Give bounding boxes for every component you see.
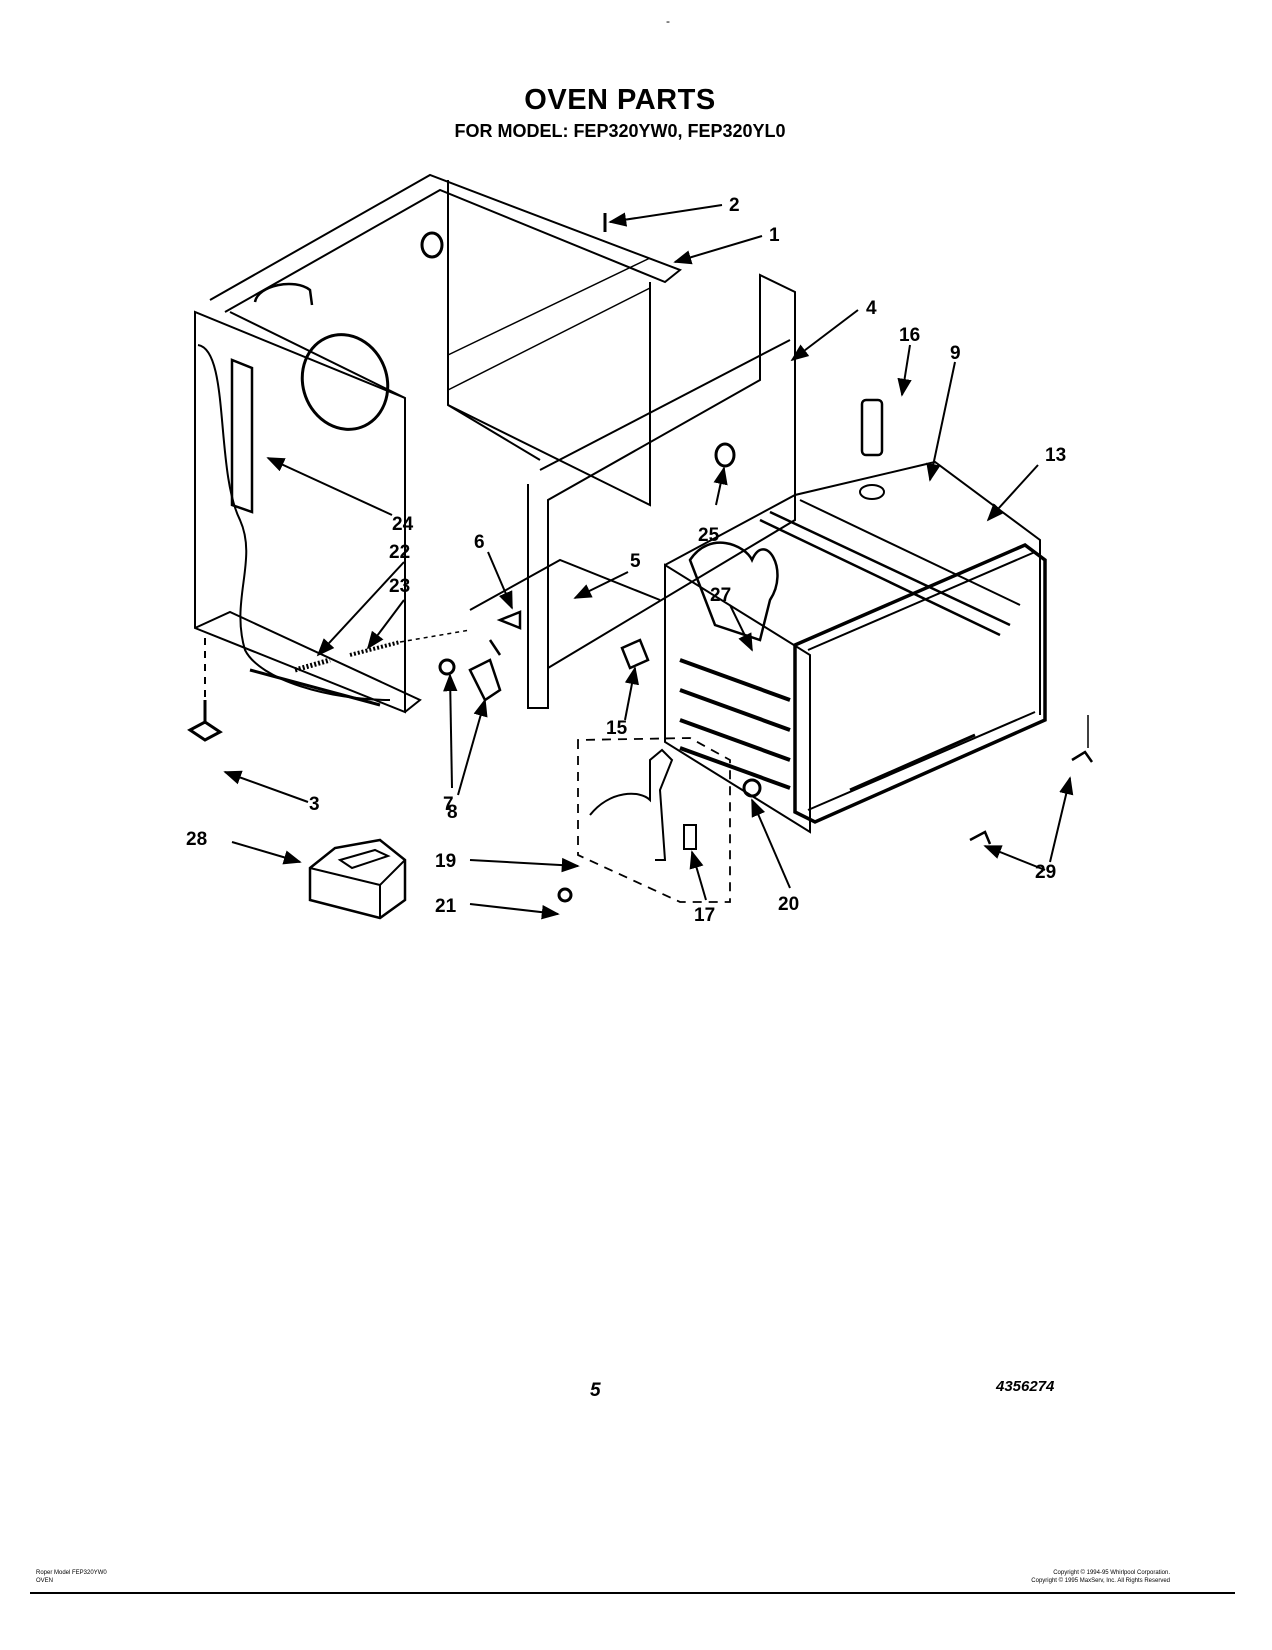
leader-29b: [983, 845, 1046, 871]
leader-6: [487, 551, 513, 610]
callout-7: 7: [443, 794, 454, 815]
footer-left: Roper Model FEP320YW0 OVEN: [36, 1569, 107, 1585]
callout-23: 23: [389, 576, 410, 597]
leader-7: [443, 673, 458, 789]
leader-29a: [1049, 776, 1074, 863]
footer-copyright-1: Copyright © 1994-95 Whirlpool Corporatio…: [1053, 1570, 1170, 1576]
callout-28: 28: [186, 829, 207, 850]
document-number: 4356274: [996, 1378, 1055, 1395]
callout-9: 9: [950, 343, 961, 364]
stray-mark: -: [666, 14, 670, 28]
callout-25: 25: [698, 525, 720, 546]
leader-3: [223, 770, 309, 803]
leader-16: [897, 344, 912, 397]
latch-assembly: [557, 737, 762, 903]
leader-27: [729, 604, 753, 652]
oven-body-part: [194, 173, 796, 714]
leader-24: [266, 457, 393, 516]
hardware-parts: [187, 213, 1094, 920]
callout-21: 21: [435, 896, 457, 917]
leader-22: [316, 561, 405, 657]
page-number: 5: [590, 1380, 601, 1401]
footer-right: Copyright © 1994-95 Whirlpool Corporatio…: [1031, 1569, 1170, 1585]
callout-17: 17: [694, 905, 715, 926]
leader-25: [713, 466, 728, 506]
oven-parts-diagram: 2 1 4 16 9 13 24 25 22 23 6 5 27 7 8 15 …: [186, 173, 1094, 926]
callout-2: 2: [729, 195, 740, 216]
callout-20: 20: [778, 894, 799, 915]
leader-8: [457, 698, 488, 796]
callout-8: 8: [447, 802, 458, 823]
callout-19: 19: [435, 851, 456, 872]
leader-28: [231, 841, 302, 865]
footer-copyright-2: Copyright © 1995 MaxServ, Inc. All Right…: [1031, 1578, 1170, 1584]
leader-5: [573, 571, 629, 599]
leader-2: [608, 204, 723, 227]
callout-6: 6: [474, 532, 485, 553]
callout-3: 3: [309, 794, 320, 815]
callout-labels: 2 1 4 16 9 13 24 25 22 23 6 5 27 7 8 15 …: [186, 195, 1066, 926]
callout-13: 13: [1045, 445, 1066, 466]
leader-4: [790, 309, 859, 362]
leader-17: [689, 850, 707, 901]
callout-4: 4: [866, 298, 877, 319]
footer-model: Roper Model FEP320YW0: [36, 1570, 107, 1576]
footer-rule: [30, 1592, 1235, 1594]
callout-15: 15: [606, 718, 628, 739]
footer-section: OVEN: [36, 1578, 54, 1584]
callout-27: 27: [710, 585, 731, 606]
callout-29: 29: [1035, 862, 1056, 883]
oven-liner-part: [664, 398, 1047, 834]
leader-lines: [204, 204, 1089, 920]
leader-19: [469, 857, 580, 873]
leader-23: [366, 599, 405, 650]
callout-1: 1: [769, 225, 780, 246]
callout-22: 22: [389, 542, 410, 563]
leader-20: [751, 798, 791, 889]
callout-16: 16: [899, 325, 920, 346]
leader-9: [926, 361, 956, 482]
leader-21: [469, 903, 560, 920]
leader-1: [673, 235, 763, 265]
leader-13: [986, 464, 1039, 522]
callout-5: 5: [630, 551, 641, 572]
model-subtitle: FOR MODEL: FEP320YW0, FEP320YL0: [454, 121, 786, 141]
callout-24: 24: [392, 514, 414, 535]
leader-15: [624, 666, 640, 721]
page-title: OVEN PARTS: [524, 84, 716, 116]
